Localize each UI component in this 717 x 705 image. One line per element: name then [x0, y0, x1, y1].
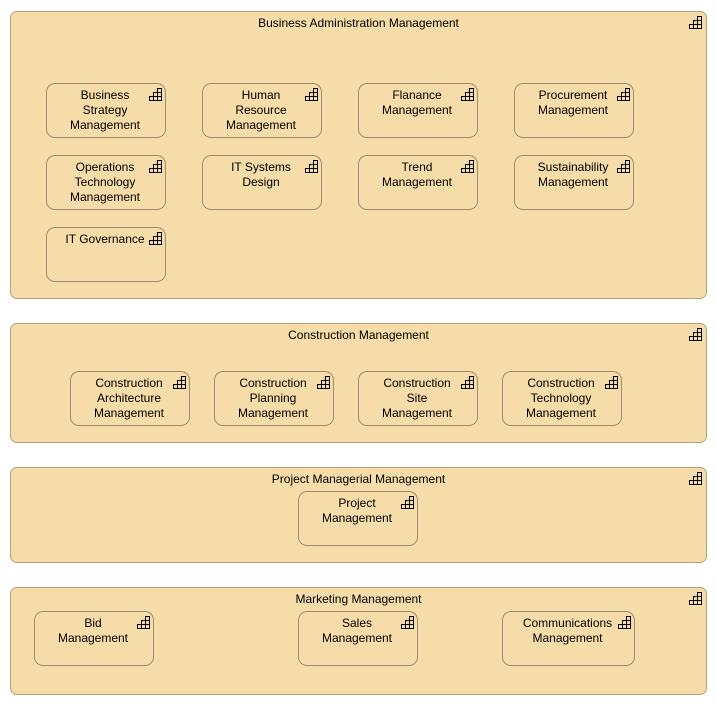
capability-label: Human Resource Management	[225, 88, 297, 132]
capability-icon	[305, 160, 318, 173]
capability-project[interactable]: Project Management	[298, 491, 418, 546]
capability-icon	[617, 88, 630, 101]
capability-icon	[689, 328, 702, 341]
group-construction[interactable]: Construction Management Construction Arc…	[10, 323, 707, 443]
capability-label: Operations Technology Management	[69, 160, 141, 204]
capability-operations-technology[interactable]: Operations Technology Management	[46, 155, 166, 210]
capability-label: Business Strategy Management	[69, 88, 141, 132]
capability-label: Procurement Management	[537, 88, 609, 117]
capability-icon	[149, 160, 162, 173]
capability-icon	[317, 376, 330, 389]
group-marketing[interactable]: Marketing Management Bid Management Sale…	[10, 587, 707, 695]
capability-it-governance[interactable]: IT Governance	[46, 227, 166, 282]
capability-label: Sales Management	[321, 616, 393, 645]
capability-icon	[173, 376, 186, 389]
capability-procurement[interactable]: Procurement Management	[514, 83, 634, 138]
capability-label: Construction Planning Management	[237, 376, 309, 420]
capability-icon	[305, 88, 318, 101]
capability-label: Sustainability Management	[537, 160, 609, 189]
capability-construction-site[interactable]: Construction Site Management	[358, 371, 478, 426]
capability-icon	[617, 160, 630, 173]
capability-icon	[461, 160, 474, 173]
capability-it-systems-design[interactable]: IT Systems Design	[202, 155, 322, 210]
capability-icon	[461, 88, 474, 101]
capability-business-strategy[interactable]: Business Strategy Management	[46, 83, 166, 138]
capability-sustainability[interactable]: Sustainability Management	[514, 155, 634, 210]
group-business-administration[interactable]: Business Administration Management Busin…	[10, 11, 707, 299]
capability-icon	[689, 592, 702, 605]
capability-label: IT Governance	[65, 232, 145, 246]
capability-icon	[689, 472, 702, 485]
capability-label: Bid Management	[57, 616, 129, 645]
capability-icon	[689, 16, 702, 29]
capability-label: Construction Site Management	[381, 376, 453, 420]
capability-label: Flanance Management	[381, 88, 453, 117]
capability-sales[interactable]: Sales Management	[298, 611, 418, 666]
capability-icon	[149, 88, 162, 101]
capability-bid[interactable]: Bid Management	[34, 611, 154, 666]
capability-label: Trend Management	[381, 160, 453, 189]
group-title: Project Managerial Management	[271, 472, 446, 486]
capability-icon	[401, 496, 414, 509]
group-project-managerial[interactable]: Project Managerial Management Project Ma…	[10, 467, 707, 563]
capability-trend[interactable]: Trend Management	[358, 155, 478, 210]
capability-label: Construction Technology Management	[525, 376, 597, 420]
capability-label: IT Systems Design	[231, 160, 291, 189]
capability-finance[interactable]: Flanance Management	[358, 83, 478, 138]
capability-label: Communications Management	[522, 616, 613, 645]
capability-icon	[618, 616, 631, 629]
group-title: Construction Management	[288, 328, 429, 342]
capability-icon	[605, 376, 618, 389]
capability-icon	[461, 376, 474, 389]
capability-label: Project Management	[321, 496, 393, 525]
capability-construction-architecture[interactable]: Construction Architecture Management	[70, 371, 190, 426]
capability-communications[interactable]: Communications Management	[502, 611, 635, 666]
capability-human-resource[interactable]: Human Resource Management	[202, 83, 322, 138]
capability-construction-planning[interactable]: Construction Planning Management	[214, 371, 334, 426]
capability-construction-technology[interactable]: Construction Technology Management	[502, 371, 622, 426]
group-title: Business Administration Management	[258, 16, 459, 30]
capability-icon	[137, 616, 150, 629]
capability-icon	[401, 616, 414, 629]
group-title: Marketing Management	[295, 592, 422, 606]
capability-label: Construction Architecture Management	[93, 376, 165, 420]
capability-icon	[149, 232, 162, 245]
